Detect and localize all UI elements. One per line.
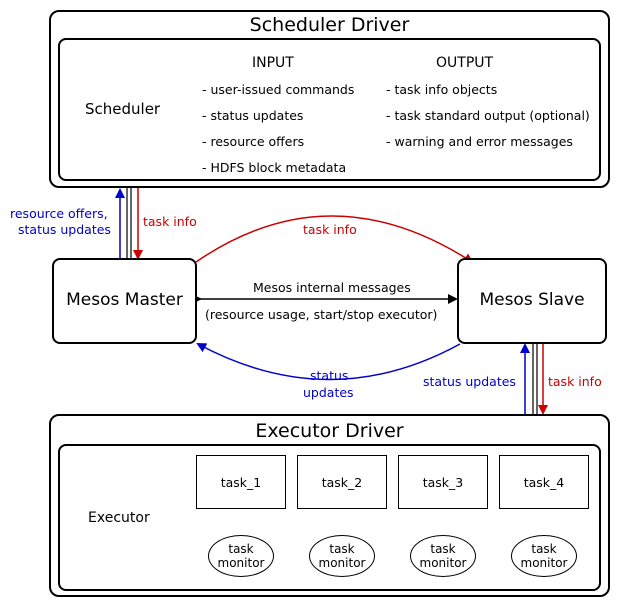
offers-label-line2: status updates [18, 222, 111, 237]
monitor-line2: monitor [217, 556, 265, 570]
slave-to-master-status-arrow [196, 343, 461, 381]
monitor-line1: task [329, 542, 355, 556]
executor-status-updates-label: status updates [423, 374, 516, 389]
output-item: - task info objects [386, 82, 498, 97]
status-label-line2: updates [303, 385, 354, 400]
input-item: - status updates [202, 108, 304, 123]
mesos-slave-label: Mesos Slave [479, 290, 585, 310]
input-item: - user-issued commands [202, 82, 355, 97]
offers-label-line1: resource offers, [10, 206, 108, 221]
output-list: - task info objects - task standard outp… [386, 77, 590, 155]
output-item: - warning and error messages [386, 134, 573, 149]
executor-task-info-label: task info [548, 374, 602, 389]
output-header: OUTPUT [436, 55, 494, 71]
monitor-line1: task [228, 542, 254, 556]
master-slave-task-info-label: task info [303, 222, 357, 237]
mesos-slave-node: Mesos Slave [457, 258, 607, 344]
monitor-line2: monitor [318, 556, 366, 570]
monitor-line2: monitor [419, 556, 467, 570]
input-item: - HDFS block metadata [202, 160, 347, 175]
output-item: - task standard output (optional) [386, 108, 590, 123]
mesos-master-node: Mesos Master [52, 258, 197, 344]
scheduler-label: Scheduler [85, 100, 161, 118]
executor-driver-title: Executor Driver [255, 420, 404, 442]
internal-messages-label-line2: (resource usage, start/stop executor) [205, 307, 438, 322]
master-to-slave-task-info-arrow [195, 215, 474, 264]
status-label-line1: status [310, 368, 349, 383]
monitor-line2: monitor [520, 556, 568, 570]
scheduler-inner-box: Scheduler INPUT OUTPUT - user-issued com… [58, 38, 601, 181]
executor-label: Executor [88, 510, 150, 526]
task-box: task_3 [398, 455, 488, 509]
scheduler-driver-box: Scheduler Driver Scheduler INPUT OUTPUT … [49, 10, 610, 188]
task-box: task_2 [297, 455, 387, 509]
monitor-line1: task [531, 542, 557, 556]
scheduler-driver-title: Scheduler Driver [249, 14, 410, 36]
input-header: INPUT [252, 55, 294, 71]
input-list: - user-issued commands - status updates … [202, 77, 354, 181]
monitor-line1: task [430, 542, 456, 556]
mesos-master-label: Mesos Master [66, 290, 183, 310]
scheduler-task-info-label: task info [143, 214, 197, 229]
internal-messages-label-line1: Mesos internal messages [253, 280, 411, 295]
input-item: - resource offers [202, 134, 305, 149]
task-box: task_4 [499, 455, 589, 509]
task-box: task_1 [196, 455, 286, 509]
